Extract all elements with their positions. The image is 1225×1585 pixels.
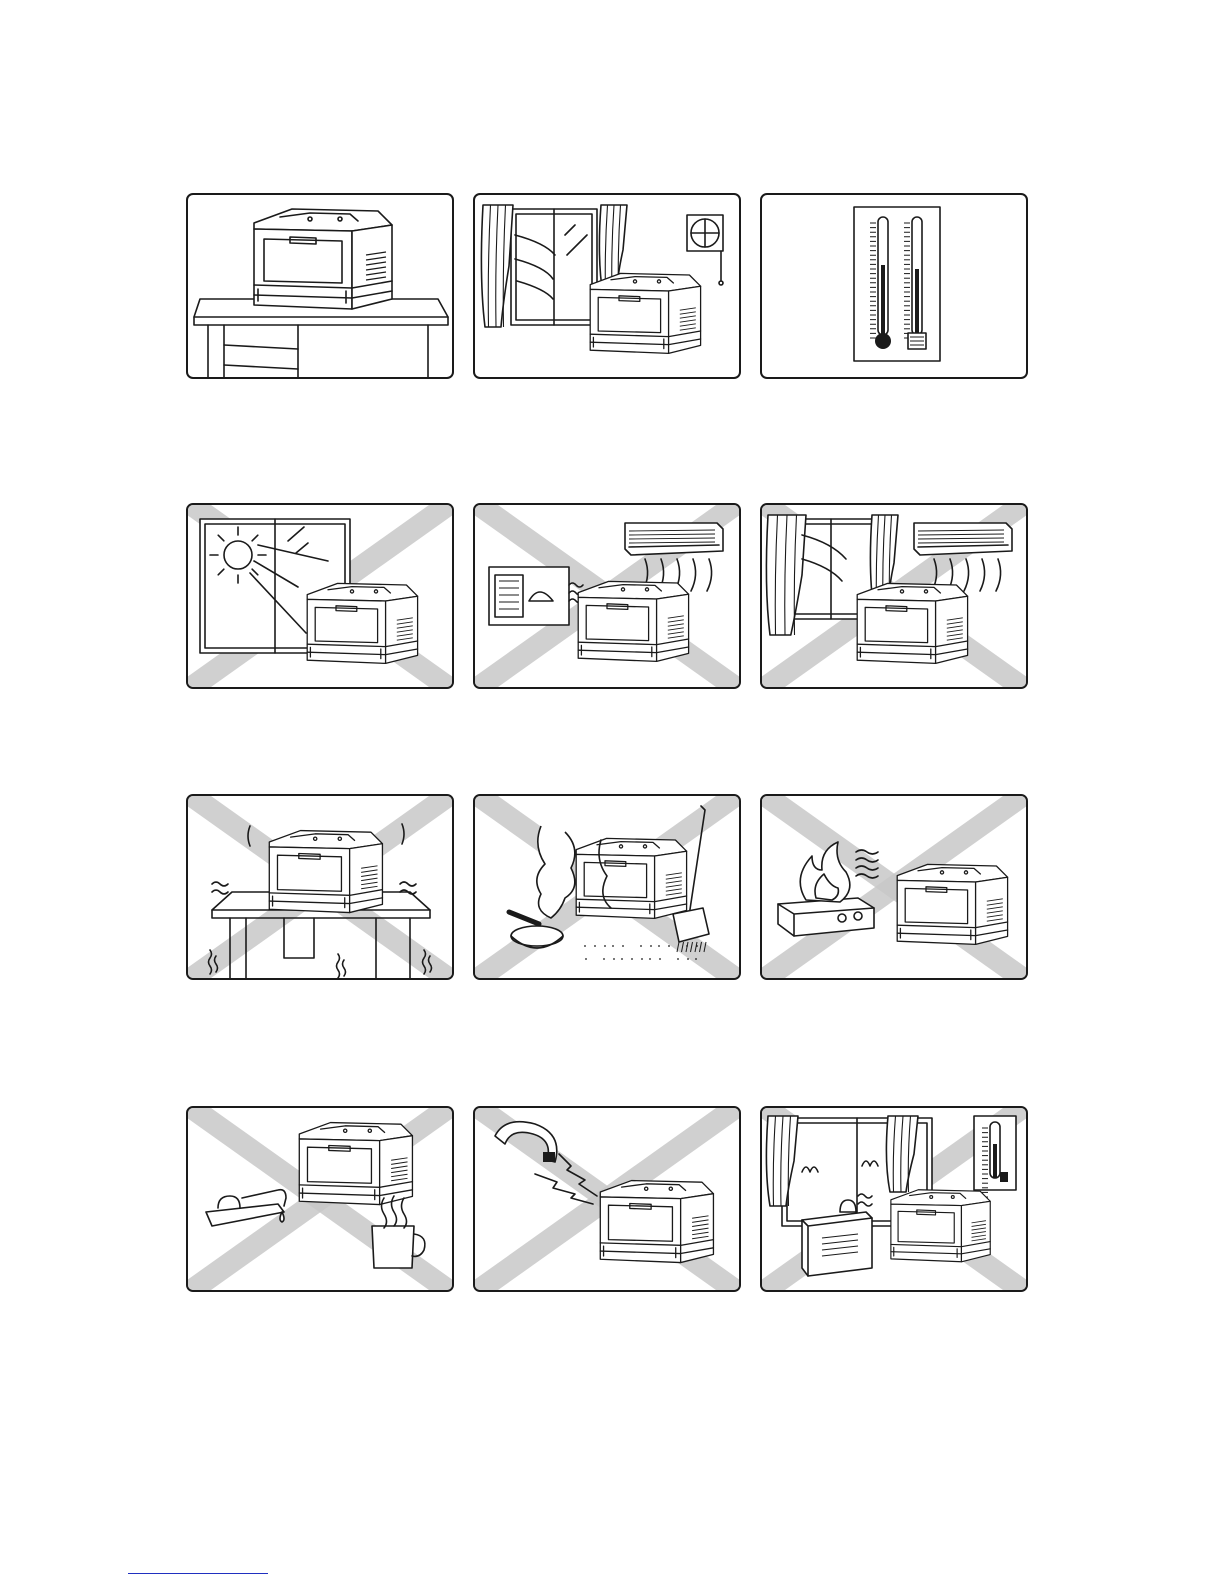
panel-ventilated-room [473, 193, 741, 379]
sunlight-window-icon [188, 505, 452, 687]
panel-magnetic-field [473, 1106, 741, 1292]
smoke-and-dust-icon [475, 796, 739, 978]
panel-vibrating-table [186, 794, 454, 980]
window-and-ventilation-fan-icon [475, 195, 739, 377]
panel-thermometer-hygrometer [760, 193, 1028, 379]
panel-humidifier-condensation [760, 1106, 1028, 1292]
faucet-and-hot-mug-icon [188, 1108, 452, 1290]
panel-curtain-aircon-draft [760, 503, 1028, 689]
panel-open-flame-stove [760, 794, 1028, 980]
panel-printer-on-table [186, 193, 454, 379]
magnet-icon [475, 1108, 739, 1290]
footer-rule [128, 1573, 268, 1574]
heater-and-air-conditioner-icon [475, 505, 739, 687]
printer-on-sturdy-table-icon [188, 195, 452, 377]
thermometer-hygrometer-icon [762, 195, 1026, 377]
panel-water-steam [186, 1106, 454, 1292]
curtain-and-air-conditioner-icon [762, 505, 1026, 687]
panel-direct-sunlight [186, 503, 454, 689]
vibrating-table-icon [188, 796, 452, 978]
flame-stove-icon [762, 796, 1026, 978]
humidifier-condensation-icon [762, 1108, 1026, 1290]
panel-smoke-dust [473, 794, 741, 980]
panel-heater-aircon [473, 503, 741, 689]
